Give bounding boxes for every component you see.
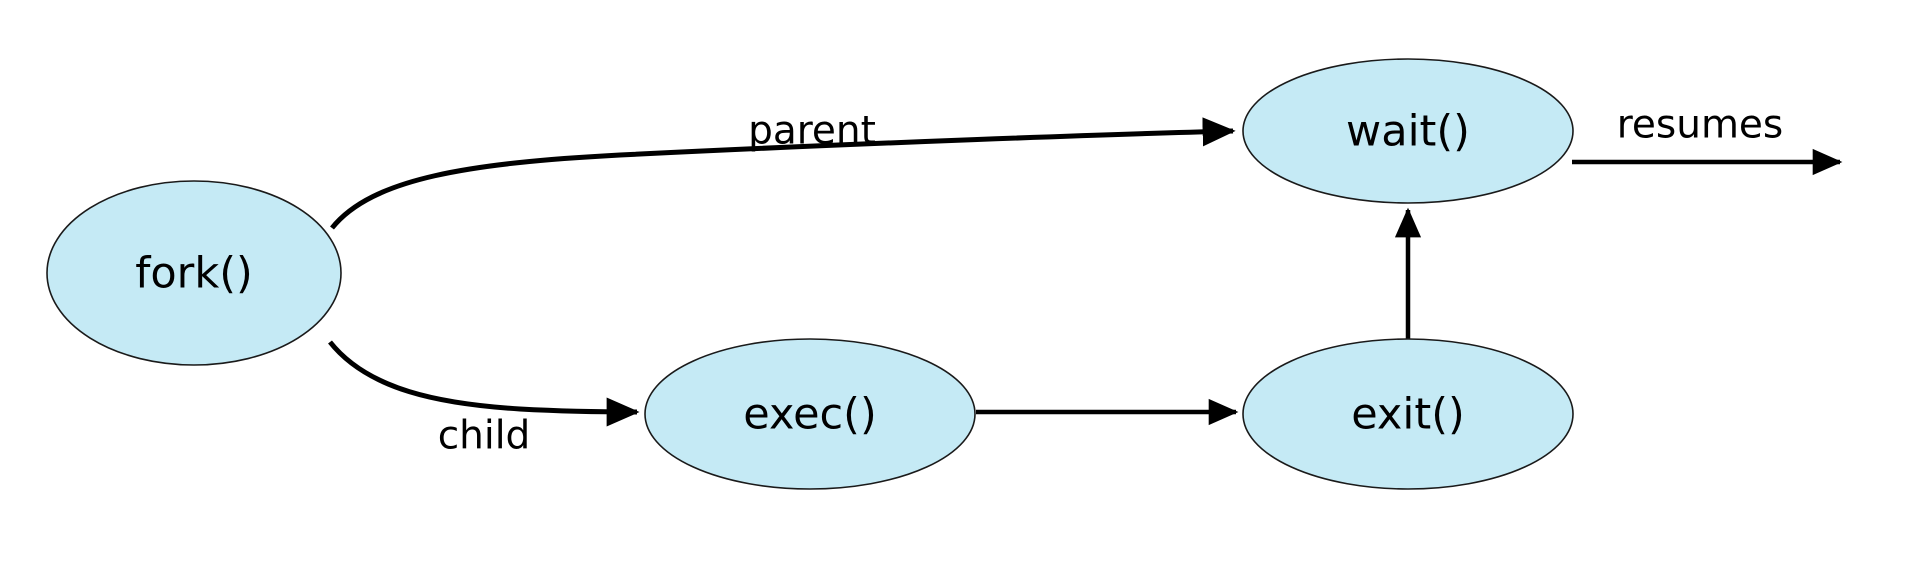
node-fork[interactable]: fork() <box>46 180 342 366</box>
edge-fork-to-wait-line <box>330 117 1236 230</box>
node-exec-ellipse[interactable] <box>644 338 976 490</box>
edge-label-parent: parent <box>748 109 876 154</box>
node-wait-ellipse[interactable] <box>1242 58 1574 204</box>
edge-fork-to-exec-line <box>328 340 640 427</box>
edge-label-resumes: resumes <box>1617 103 1784 148</box>
node-wait[interactable]: wait() <box>1242 58 1574 204</box>
node-exit-ellipse[interactable] <box>1242 338 1574 490</box>
edge-fork-to-exec: child <box>328 340 640 459</box>
node-exit-label: exit() <box>1351 390 1465 440</box>
edge-fork-to-wait: parent <box>330 109 1236 230</box>
edge-label-child: child <box>438 414 531 459</box>
node-fork-ellipse[interactable] <box>46 180 342 366</box>
node-fork-label: fork() <box>135 249 253 299</box>
node-wait-label: wait() <box>1346 107 1470 157</box>
edge-wait-resumes: resumes <box>1572 103 1843 176</box>
node-exec-label: exec() <box>743 390 876 440</box>
node-exit[interactable]: exit() <box>1242 338 1574 490</box>
node-exec[interactable]: exec() <box>644 338 976 490</box>
